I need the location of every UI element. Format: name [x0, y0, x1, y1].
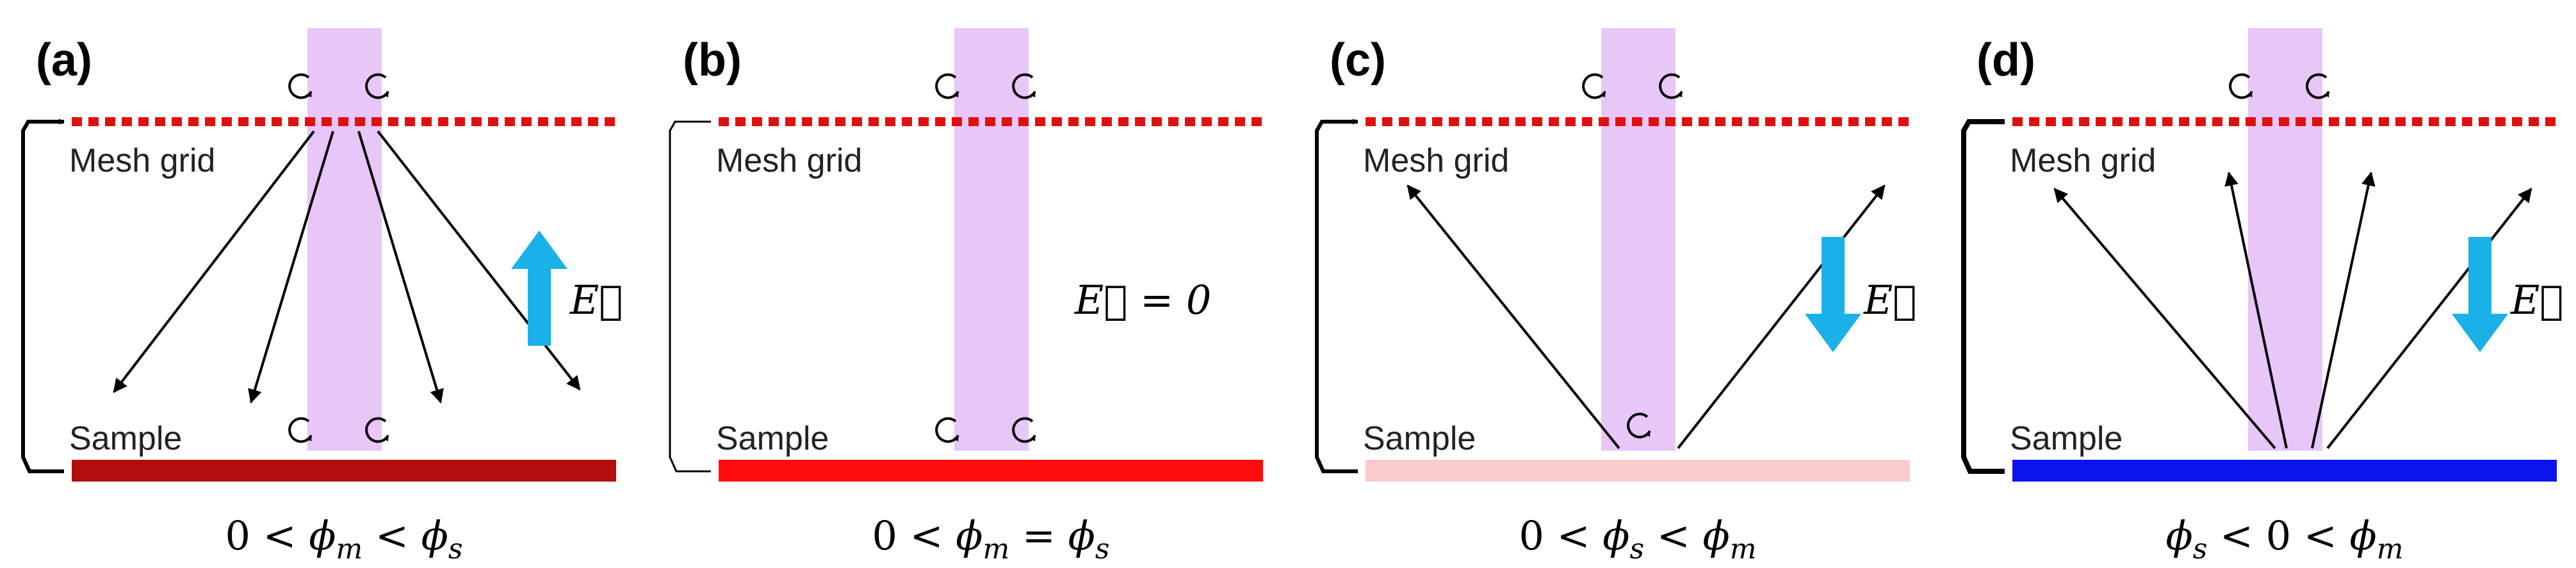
mesh-grid-label: Mesh grid [2010, 142, 2156, 179]
swirl-icon [365, 417, 389, 443]
circuit-bracket [669, 120, 711, 473]
electron-trajectory-arrow [2326, 188, 2532, 450]
electron-trajectory-arrow [377, 130, 581, 391]
incident-beam [307, 28, 382, 451]
panel-letter: (c) [1330, 35, 1386, 86]
swirl-icon [2306, 73, 2330, 99]
electron-trajectory-arrow [1677, 184, 1886, 450]
field-arrow-down-icon [2452, 237, 2508, 352]
mesh-grid-label: Mesh grid [1363, 142, 1509, 179]
field-label: E⃗ [1863, 277, 1916, 323]
field-arrow-down-icon [1805, 237, 1861, 352]
field-label: E⃗ = 0 [1074, 277, 1211, 323]
sample-label: Sample [716, 420, 829, 457]
mesh-grid-label: Mesh grid [69, 142, 215, 179]
incident-beam [1601, 28, 1675, 451]
field-arrow-up-icon [511, 231, 567, 346]
condition-label: 0 < ϕm < ϕs [225, 512, 462, 565]
sample-bar [719, 460, 1263, 482]
circuit-bracket [1315, 118, 1358, 473]
swirl-icon [935, 73, 959, 99]
swirl-icon [288, 417, 313, 443]
sample-label: Sample [69, 420, 182, 457]
swirl-icon [1012, 417, 1036, 443]
circuit-bracket [21, 118, 65, 473]
electron-trajectory-arrow [2053, 188, 2276, 450]
condition-label: 0 < ϕm = ϕs [872, 512, 1109, 565]
swirl-icon [365, 73, 389, 99]
incident-beam [954, 28, 1029, 451]
sample-bar [1365, 460, 1910, 482]
swirl-icon [1582, 73, 1606, 99]
sample-label: Sample [1363, 420, 1476, 457]
swirl-icon [1012, 73, 1036, 99]
condition-label: 0 < ϕs < ϕm [1519, 512, 1756, 565]
field-label: E⃗ [569, 277, 623, 323]
field-label: E⃗ [2510, 277, 2563, 323]
incident-beam [2248, 28, 2322, 451]
swirl-icon [2229, 73, 2253, 99]
condition-label: ϕs < 0 < ϕm [2165, 512, 2403, 565]
swirl-icon [1659, 73, 1683, 99]
electron-trajectory-arrow [2311, 171, 2376, 449]
swirl-icon [1627, 412, 1651, 439]
electron-trajectory-arrow [357, 131, 444, 404]
panel-letter: (b) [683, 35, 742, 86]
electron-trajectory-arrow [1406, 184, 1620, 450]
electron-trajectory-arrow [2224, 171, 2288, 449]
sample-bar [2012, 460, 2557, 482]
panel-letter: (a) [36, 35, 92, 86]
sample-label: Sample [2010, 420, 2123, 457]
electron-trajectory-arrow [113, 130, 315, 393]
swirl-icon [288, 73, 313, 99]
mesh-grid-label: Mesh grid [716, 142, 862, 179]
swirl-icon [935, 417, 959, 443]
panel-letter: (d) [1977, 35, 2035, 86]
circuit-bracket [1961, 118, 2005, 474]
sample-bar [72, 460, 616, 482]
electron-trajectory-arrow [248, 131, 334, 404]
